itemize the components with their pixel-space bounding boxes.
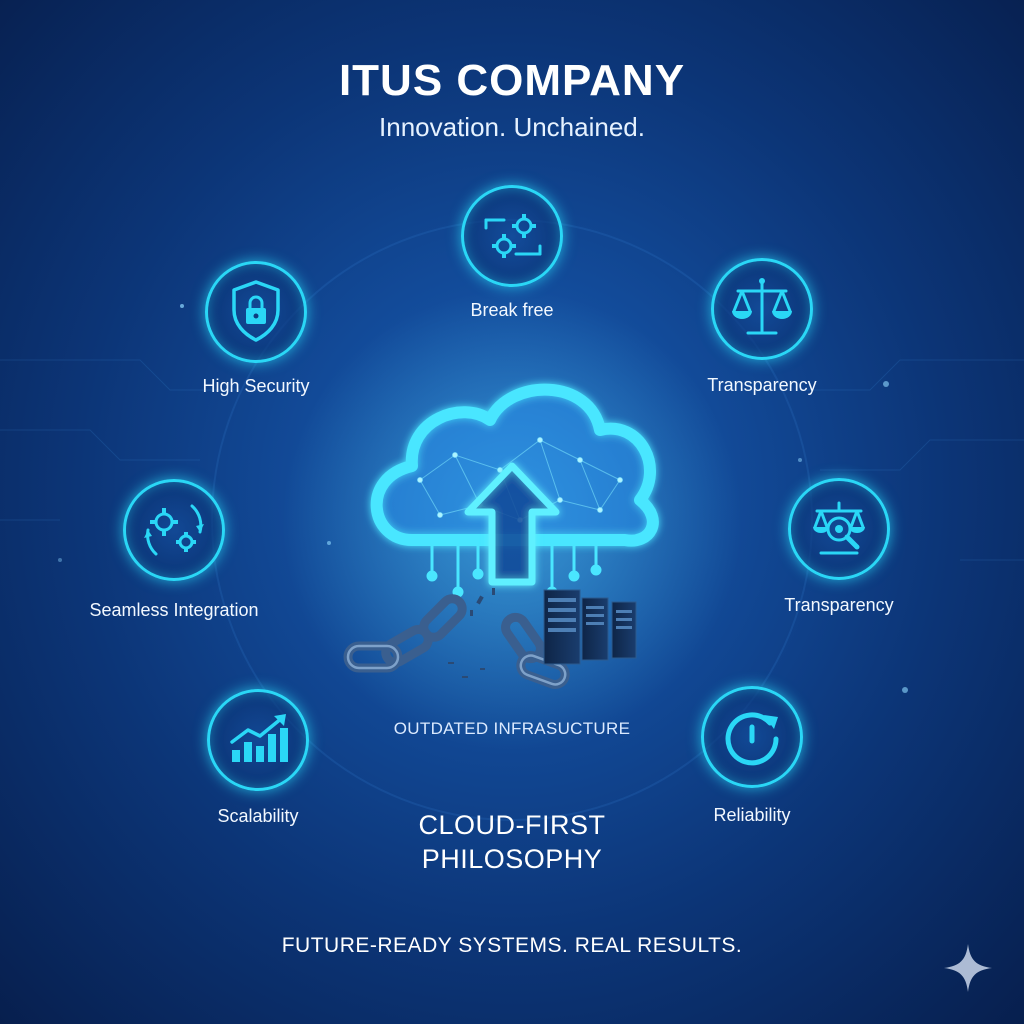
tagline: Innovation. Unchained.: [379, 112, 645, 142]
gears-window-icon: [461, 185, 563, 287]
refresh-clock-icon: [701, 686, 803, 788]
philosophy-line-2: PHILOSOPHY: [421, 844, 603, 874]
shield-lock-icon: [205, 261, 307, 363]
footer-slogan: FUTURE-READY SYSTEMS. REAL RESULTS.: [281, 934, 743, 957]
cloud-first-philosophy-label: CLOUD-FIRST PHILOSOPHY: [362, 808, 662, 876]
feature-label: Transparency: [707, 375, 817, 395]
philosophy-line-1: CLOUD-FIRST: [418, 810, 606, 840]
feature-label: Scalability: [217, 806, 299, 826]
outdated-infrastructure-label: OUTDATED INFRASUCTURE: [393, 719, 631, 738]
scales-icon: [711, 258, 813, 360]
page-title: ITUS COMPANY: [338, 56, 686, 105]
feature-label: Transparency: [784, 595, 894, 615]
feature-label: Reliability: [713, 805, 791, 825]
gears-cycle-icon: [123, 479, 225, 581]
feature-label: Seamless Integration: [89, 600, 259, 620]
feature-label: Break free: [470, 300, 554, 320]
sparkle-icon: [944, 944, 992, 992]
growth-chart-icon: [207, 689, 309, 791]
feature-label: High Security: [202, 376, 310, 396]
scales-magnifier-icon: [788, 478, 890, 580]
